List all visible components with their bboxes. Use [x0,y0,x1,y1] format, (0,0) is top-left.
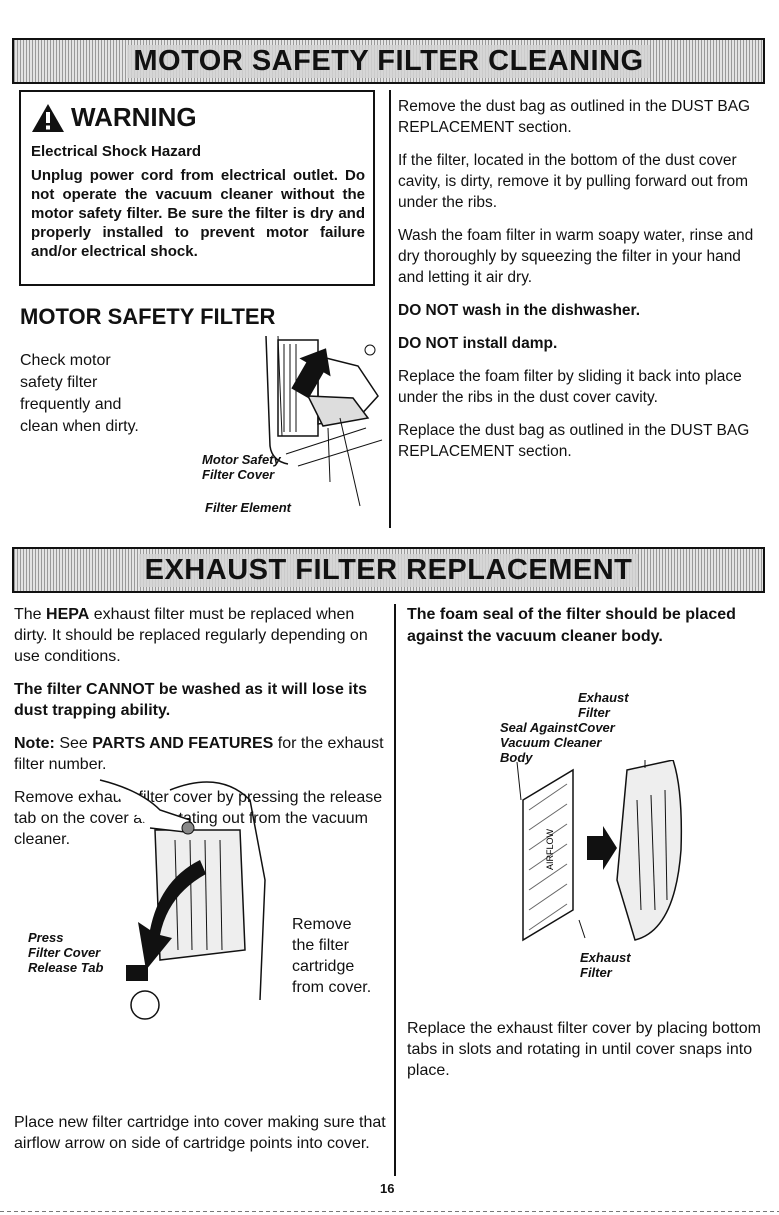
airflow-label: AIRFLOW [545,828,555,870]
motor-safety-filter-cleaning-banner: MOTOR SAFETY FILTER CLEANING [12,38,765,84]
column-divider [394,604,396,1176]
wash-filter-text: Wash the foam filter in warm soapy water… [398,227,754,286]
motor-safety-filter-illustration [265,336,383,507]
no-dishwasher-text: DO NOT wash in the dishwasher. [398,302,641,319]
banner-title: EXHAUST FILTER REPLACEMENT [138,553,639,587]
bottom-rule [0,1211,779,1212]
replace-foam-filter-text: Replace the foam filter by sliding it ba… [398,368,742,406]
motor-safety-filter-heading: MOTOR SAFETY FILTER [20,304,276,329]
page-number: 16 [380,1181,395,1196]
check-text: Check motor safety filter frequently and… [20,352,139,435]
seal-against-body-label: Seal Against Vacuum Cleaner Body [500,720,602,765]
exhaust-filter-replacement-banner: EXHAUST FILTER REPLACEMENT [12,547,765,593]
exhaust-filter-label: Exhaust Filter [580,950,631,980]
motor-safety-filter-cover-label: Motor Safety Filter Cover [202,452,281,482]
filter-element-label: Filter Element [205,500,291,515]
replace-dust-bag-text: Replace the dust bag as outlined in the … [398,422,750,460]
press-release-tab-label: Press Filter Cover Release Tab [28,930,104,975]
column-divider [389,90,391,528]
cannot-wash-text: The filter CANNOT be washed as it will l… [14,681,367,719]
section1-right-column: Remove the dust bag as outlined in the D… [398,96,760,474]
hepa-text: The HEPA exhaust filter must be replaced… [14,606,368,665]
warning-title: WARNING [71,102,197,132]
exhaust-filter-illustration: AIRFLOW [516,760,683,942]
warning-body: Unplug power cord from electrical outlet… [31,167,365,260]
banner-title: MOTOR SAFETY FILTER CLEANING [127,44,650,78]
note-text: Note: See PARTS AND FEATURES for the exh… [14,735,384,773]
remove-dust-bag-text: Remove the dust bag as outlined in the D… [398,98,751,136]
replace-cover-text: Replace the exhaust filter cover by plac… [407,1020,761,1079]
no-install-damp-text: DO NOT install damp. [398,335,558,352]
remove-filter-text: If the filter, located in the bottom of … [398,152,749,211]
exhaust-filter-cover-label: Exhaust Filter Cover [578,690,629,735]
warning-box: WARNING Electrical Shock Hazard Unplug p… [19,90,375,286]
exhaust-filter-cover-removal-illustration [99,779,266,1020]
section2-left-column: The HEPA exhaust filter must be replaced… [14,604,384,862]
foam-seal-text: The foam seal of the filter should be pl… [407,606,736,645]
warning-subtitle: Electrical Shock Hazard [31,143,202,160]
remove-cover-text: Remove exhaust filter cover by pressing … [14,789,383,848]
warning-triangle-icon [32,103,64,132]
place-cartridge-text: Place new filter cartridge into cover ma… [14,1114,386,1152]
remove-cartridge-label: Remove the filter cartridge from cover. [292,916,372,996]
